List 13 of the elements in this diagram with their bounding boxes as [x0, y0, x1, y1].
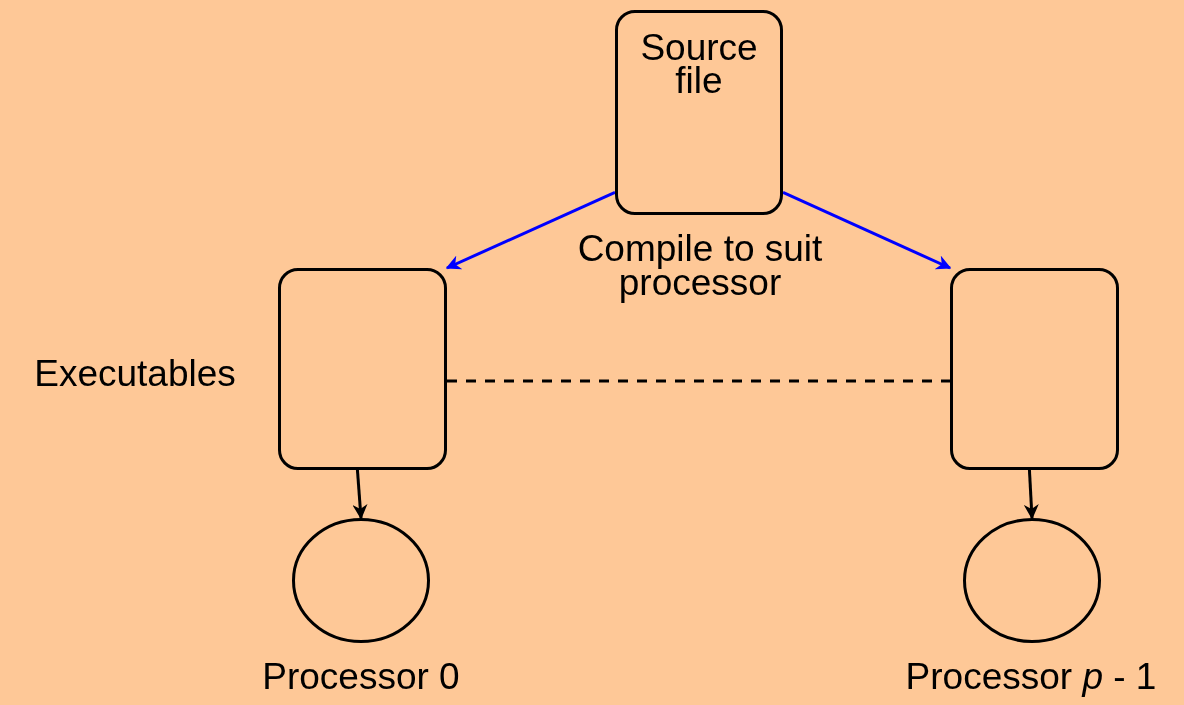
- arrow: [352, 469, 368, 520]
- rounded-box: [950, 268, 1119, 470]
- dashed-line: [447, 379, 950, 383]
- rounded-box: [278, 268, 447, 470]
- processor-circle: [292, 518, 430, 643]
- arrow: [1023, 469, 1039, 520]
- node-label: Source file: [639, 31, 759, 97]
- side-label: Executables: [34, 357, 236, 391]
- node-caption: Processor 0: [262, 660, 460, 694]
- arrow: [782, 191, 952, 270]
- rounded-box: [615, 10, 783, 215]
- arrow: [445, 191, 616, 270]
- processor-circle: [963, 518, 1101, 643]
